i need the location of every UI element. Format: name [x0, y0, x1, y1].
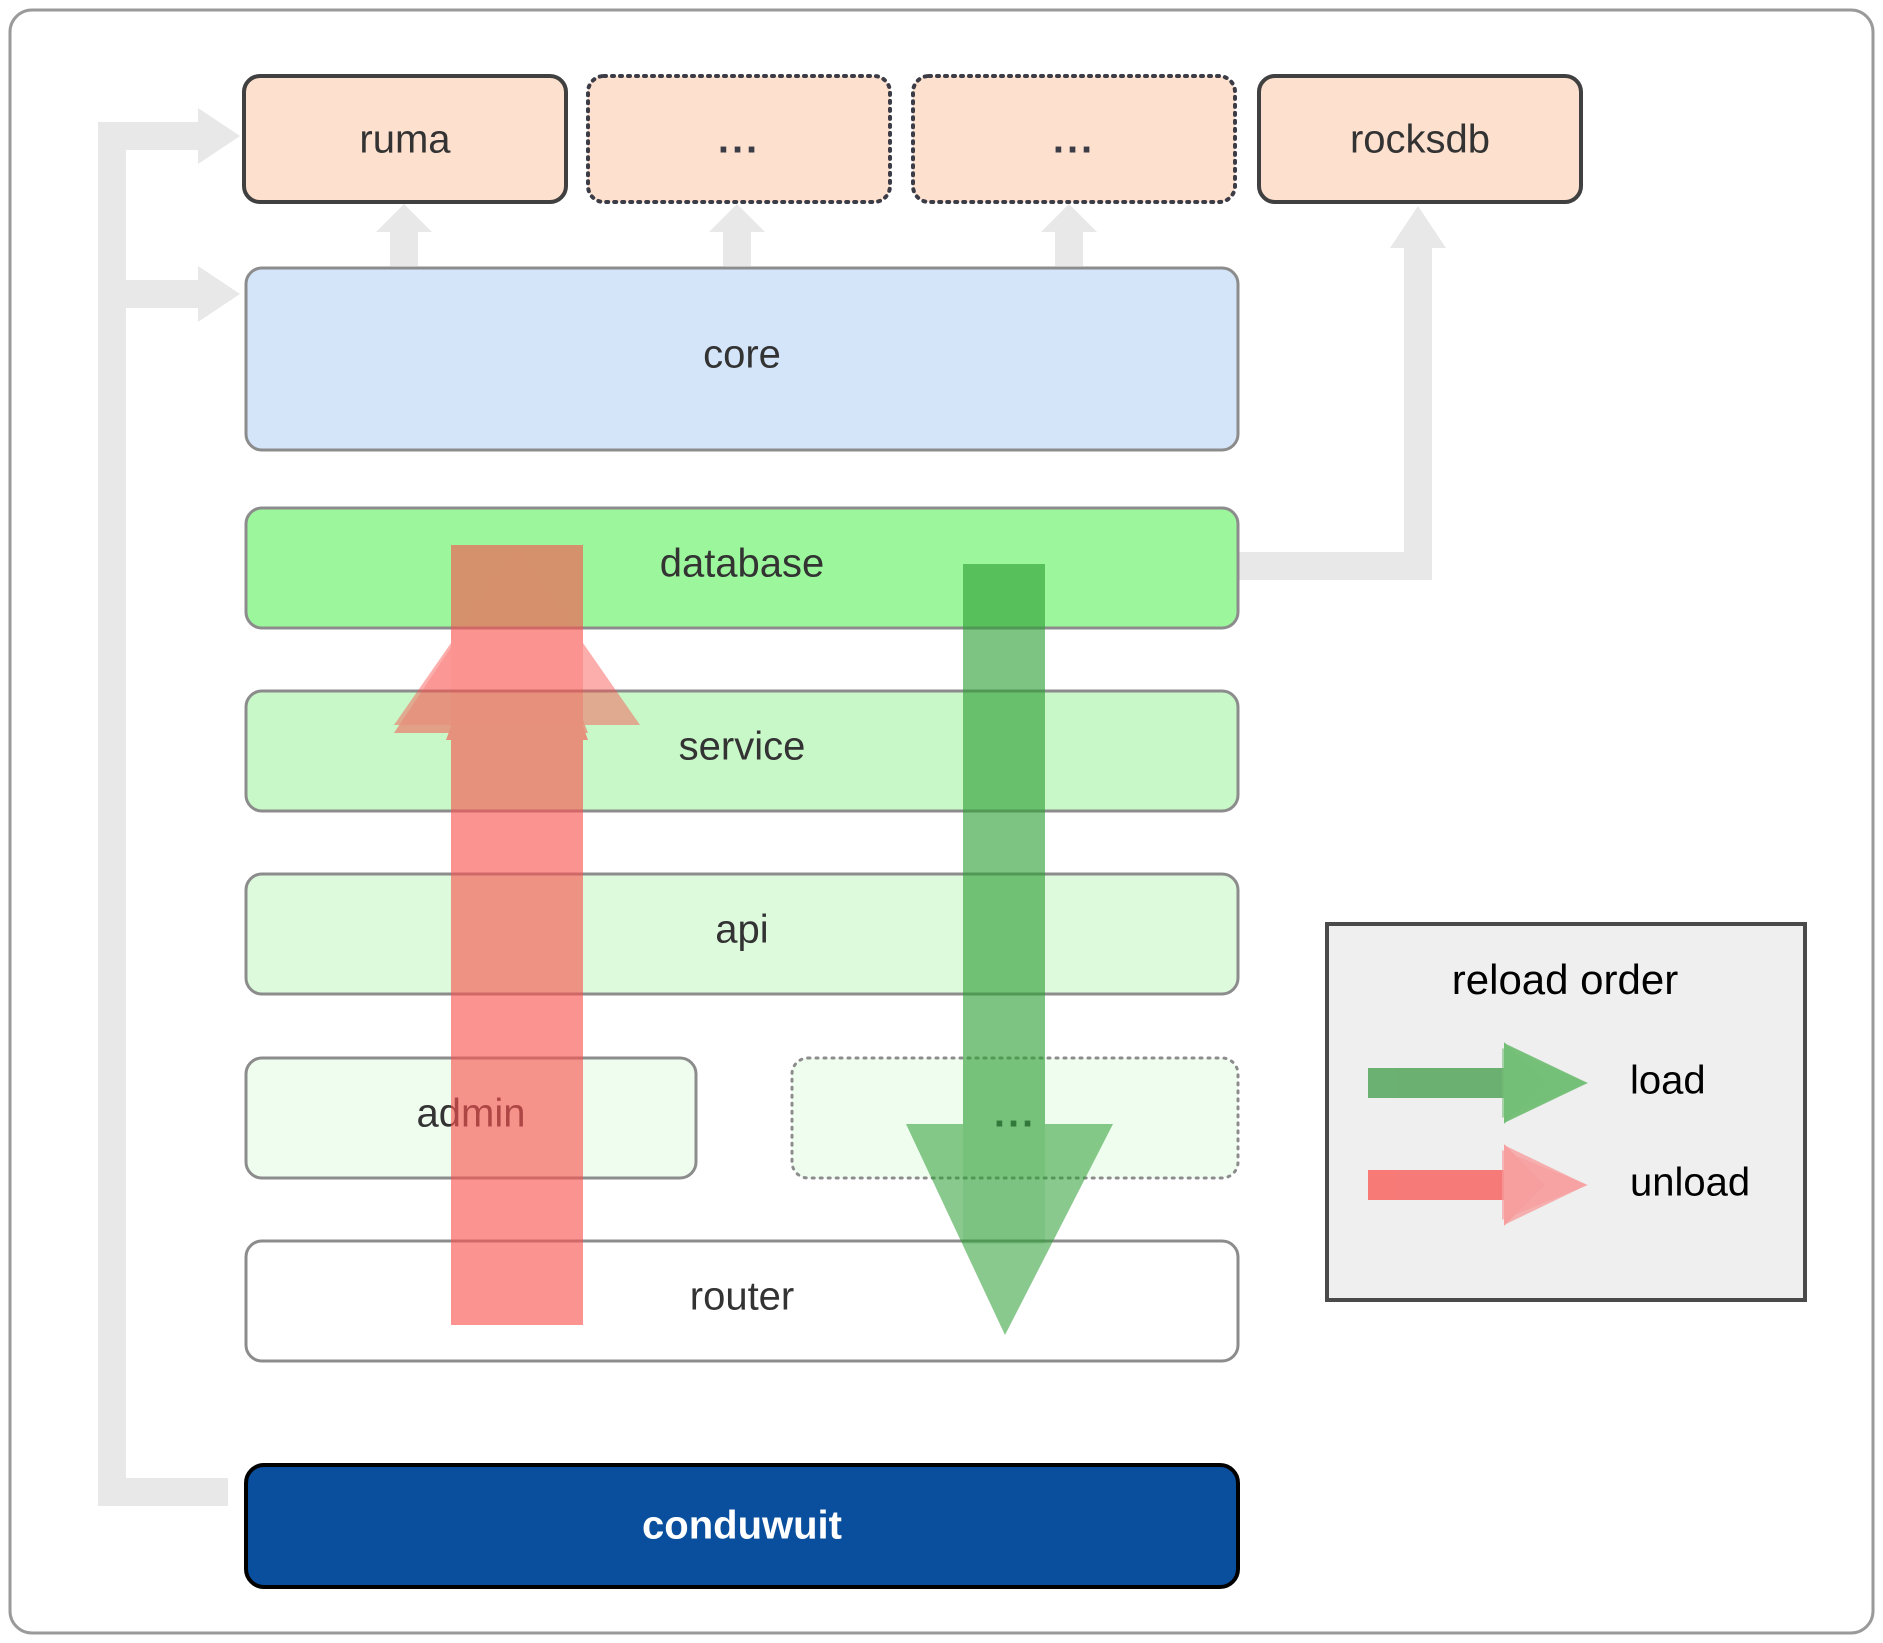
connector-to-ruma-shaft: [98, 122, 198, 150]
diagram-frame: [8, 8, 1875, 1635]
load-arrow-head: [906, 1124, 1113, 1335]
legend-entry-unload: unload: [1368, 1144, 1750, 1226]
layer-box-router-label: router: [690, 1275, 795, 1319]
legend-box: [1325, 922, 1807, 1302]
dependency-box-ruma[interactable]: ruma: [242, 74, 568, 204]
core-to-dep1-shaft: [723, 230, 751, 266]
legend-unload-arrow-icon: [1368, 1144, 1588, 1226]
dependency-box-more-1-shape: [586, 74, 892, 204]
core-to-ruma-shaft: [390, 230, 418, 266]
connector-database-up: [1404, 248, 1432, 580]
layer-box-database-label: database: [660, 542, 825, 586]
legend-load-arrow-icon: [1368, 1042, 1588, 1124]
layer-box-router[interactable]: router: [244, 1239, 1240, 1363]
legend-entry-load: load: [1368, 1042, 1706, 1124]
connector-to-rocksdb-arrowhead: [1390, 206, 1446, 248]
load-arrow: [906, 564, 1113, 1335]
layer-box-database[interactable]: database: [244, 506, 1240, 630]
dependency-box-more-2[interactable]: ...: [911, 74, 1237, 204]
dependency-box-rocksdb[interactable]: rocksdb: [1257, 74, 1583, 204]
core-to-dep2-head: [1041, 204, 1097, 232]
layer-box-api-label: api: [715, 908, 768, 952]
conduwuit-box-label: conduwuit: [642, 1504, 842, 1548]
connector-to-core-arrowhead: [198, 266, 240, 322]
dependency-box-rocksdb-label: rocksdb: [1350, 118, 1490, 162]
dependency-row: ruma ... ... rocksdb: [242, 74, 1583, 204]
conduwuit-box[interactable]: conduwuit: [244, 1463, 1240, 1589]
dependency-box-rocksdb-shape: [1257, 74, 1583, 204]
dependency-box-more-1-label: ...: [718, 118, 760, 162]
conduwuit-box-shape: [244, 1463, 1240, 1589]
layer-box-service[interactable]: service: [244, 689, 1240, 813]
connector-to-ruma-arrowhead: [198, 108, 240, 164]
layer-box-service-label: service: [679, 725, 806, 769]
core-to-dep1-head: [709, 204, 765, 232]
core-to-deps-arrows: [376, 204, 1097, 266]
connector-to-conduwuit: [98, 1478, 228, 1506]
unload-arrow-head-outer: [394, 548, 640, 725]
connector-group: [98, 108, 1446, 1506]
legend-title: reload order: [1452, 956, 1678, 1003]
unload-arrow-head-wide: [394, 548, 588, 733]
connector-vertical-rail: [98, 122, 126, 1506]
dependency-box-more-1[interactable]: ...: [586, 74, 892, 204]
dependency-box-ruma-label: ruma: [359, 118, 451, 162]
core-to-ruma-head: [376, 204, 432, 232]
core-box[interactable]: core: [244, 266, 1240, 452]
legend: reload order load: [1325, 922, 1807, 1302]
core-box-shape: [244, 266, 1240, 452]
core-to-dep2-shaft: [1055, 230, 1083, 266]
dependency-box-ruma-shape: [242, 74, 568, 204]
dependency-box-more-2-label: ...: [1053, 118, 1095, 162]
unload-arrow: [394, 545, 640, 1325]
layer-box-api[interactable]: api: [244, 872, 1240, 996]
connector-to-core-shaft: [98, 280, 198, 308]
legend-unload-label: unload: [1630, 1161, 1750, 1205]
unload-arrow-shaft: [451, 650, 583, 1325]
dependency-box-more-2-shape: [911, 74, 1237, 204]
legend-load-label: load: [1630, 1059, 1706, 1103]
core-box-label: core: [703, 333, 781, 377]
